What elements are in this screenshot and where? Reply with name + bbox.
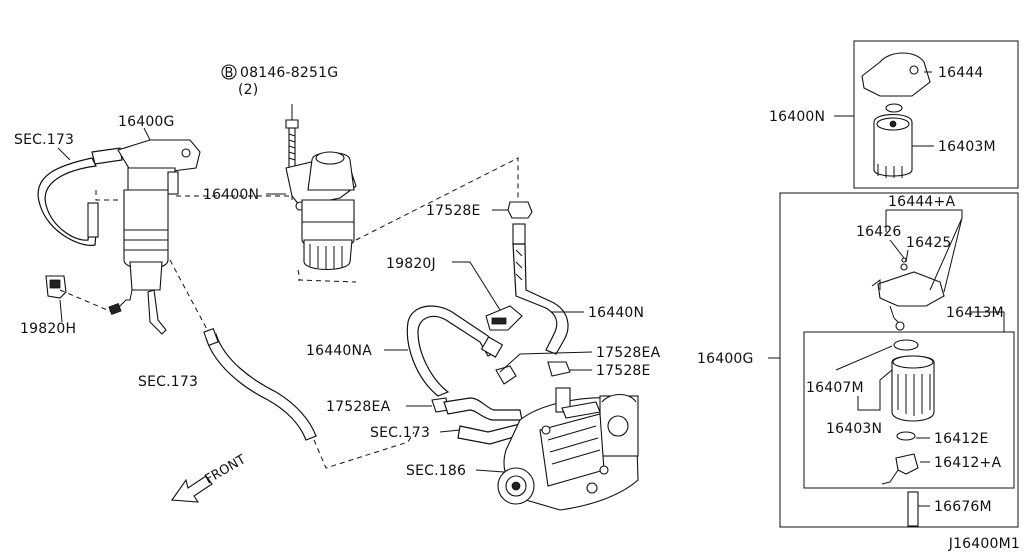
leader-lines [57, 71, 1005, 507]
label-19820h: 19820H [20, 321, 76, 337]
box-16400g-right [779, 192, 1019, 528]
hose-16440na [406, 305, 504, 397]
label-16400n-mid: 16400N [203, 187, 259, 203]
box-16413m [803, 331, 1015, 489]
fuel-filter-assembly-left [37, 139, 201, 335]
label-sec173-bottom: SEC.173 [370, 425, 430, 441]
label-front: FRONT [203, 452, 249, 487]
label-17528ea-left: 17528EA [326, 399, 391, 415]
label-16412a: 16412+A [934, 455, 1001, 471]
label-16407m: 16407M [806, 380, 864, 396]
label-17528ea-right: 17528EA [596, 345, 661, 361]
label-sec186: SEC.186 [406, 463, 466, 479]
label-16440n: 16440N [588, 305, 644, 321]
label-16413m: 16413M [946, 305, 1004, 321]
front-arrow [170, 475, 213, 503]
pipe-16676m [907, 491, 919, 527]
label-19820j: 19820J [386, 256, 436, 272]
label-16676m: 16676M [934, 499, 992, 515]
label-16425: 16425 [906, 235, 952, 251]
bolt-badge-circle [221, 64, 237, 80]
filter-element-16403n [881, 339, 935, 485]
label-sec173-left: SEC.173 [138, 374, 198, 390]
label-16403m: 16403M [938, 139, 996, 155]
label-16444a: 16444+A [888, 194, 955, 210]
bolt-callout: B 08146-8251G (2) [221, 64, 338, 98]
label-16440na: 16440NA [306, 343, 372, 359]
filter-head-16444a [871, 257, 945, 331]
label-16426: 16426 [856, 224, 902, 240]
label-16400n-right: 16400N [769, 109, 825, 125]
hose-16440n [507, 201, 569, 355]
clamp-17528e-right [547, 361, 571, 377]
clamp-17528ea-right [495, 365, 517, 385]
label-16403n: 16403N [826, 421, 882, 437]
box-16400n-right [853, 40, 1019, 189]
label-16400g-right: 16400G [697, 351, 754, 367]
diagram-code: J16400M1 [948, 536, 1020, 552]
fuel-filter-16400n-mid [285, 119, 357, 271]
label-16400g-top: 16400G [118, 114, 175, 130]
label-16412e: 16412E [934, 431, 989, 447]
label-17528e-right: 17528E [596, 363, 651, 379]
bolt-quantity: (2) [238, 82, 258, 98]
label-sec173-top: SEC.173 [14, 132, 74, 148]
label-17528e-top: 17528E [426, 203, 481, 219]
hose-sec173-left [203, 328, 317, 441]
clip-19820j [485, 305, 523, 331]
clip-19820h [45, 275, 113, 313]
label-16444: 16444 [938, 65, 984, 81]
bolt-part-number: 08146-8251G [240, 65, 338, 81]
filter-16400n-right [861, 52, 931, 178]
injection-pump-sec186 [497, 387, 639, 511]
bolt-badge: B [225, 66, 234, 81]
